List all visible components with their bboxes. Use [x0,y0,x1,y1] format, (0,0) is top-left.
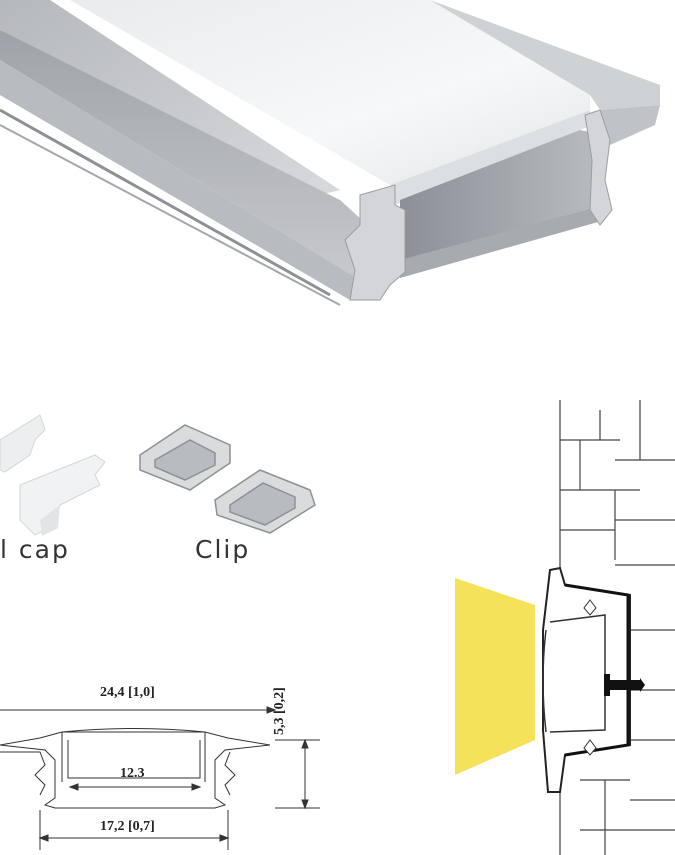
profile-body-left [0,30,395,280]
height-dimension-label: 5,3 [0,2] [272,687,287,735]
screw-icon [604,674,645,696]
clip-label: Clip [195,535,251,564]
base-width-dimension-label: 17,2 [0,7] [100,819,155,834]
inner-width-dimension-label: 12.3 [120,766,145,781]
profile-channel [400,130,605,275]
profile-flange-left [0,0,340,200]
cross-section-drawing [0,706,320,850]
width-dimension-label: 24,4 [1,0] [100,685,155,700]
profile-flange-right [430,0,660,110]
installation-diagram [455,400,675,855]
end-cap-label: l cap [0,535,70,564]
clip-image [139,424,316,534]
cross-section-outline [0,731,271,809]
end-cap-image [0,414,106,536]
profile-diffuser [70,0,590,185]
aluminum-profile-render [0,0,660,306]
light-beam [455,578,535,775]
